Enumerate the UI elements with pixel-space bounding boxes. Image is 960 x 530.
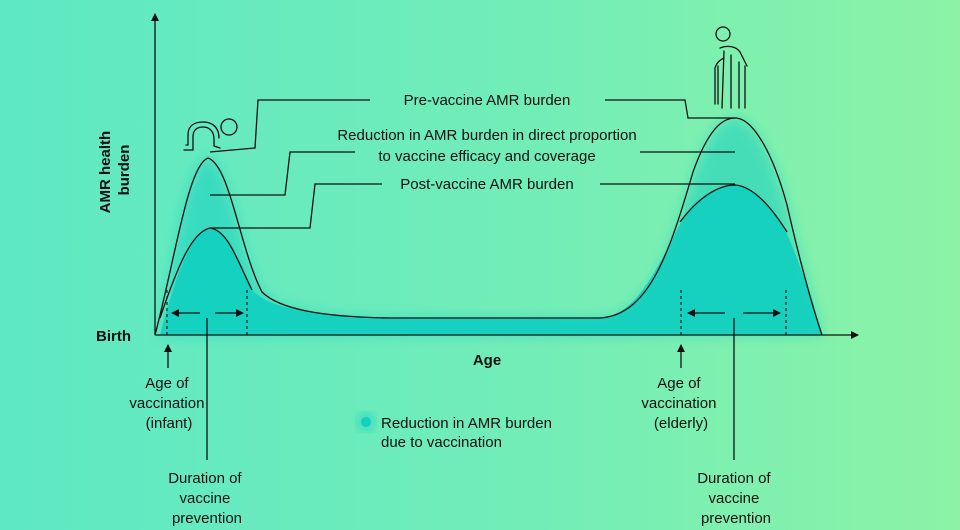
post-vaccine-area bbox=[160, 185, 822, 335]
post-vaccine-leader-left bbox=[210, 183, 382, 229]
legend-label-line1: Reduction in AMR burden bbox=[381, 415, 552, 432]
infant-age-label: Age of vaccination (infant) bbox=[129, 375, 208, 432]
pre-vaccine-curve bbox=[154, 117, 823, 336]
legend-label-line2: due to vaccination bbox=[381, 434, 502, 451]
elderly-duration-label: Duration of vaccine prevention bbox=[697, 470, 775, 527]
legend-swatch bbox=[361, 417, 371, 427]
elderly-age-label: Age of vaccination (elderly) bbox=[641, 375, 720, 432]
infant-duration-label: Duration of vaccine prevention bbox=[168, 470, 246, 527]
post-vaccine-callout: Post-vaccine AMR burden bbox=[400, 176, 573, 193]
elderly-person-with-cane-icon bbox=[714, 26, 748, 109]
crawling-baby-icon bbox=[183, 118, 238, 151]
x-axis-label: Age bbox=[473, 352, 501, 369]
birth-label: Birth bbox=[96, 328, 131, 345]
reduction-callout-line2: to vaccine efficacy and coverage bbox=[378, 148, 595, 165]
reduction-callout-line1: Reduction in AMR burden in direct propor… bbox=[337, 127, 636, 144]
post-vaccine-curve bbox=[159, 184, 788, 319]
y-axis-label: AMR health burden bbox=[97, 127, 133, 214]
pre-vaccine-callout: Pre-vaccine AMR burden bbox=[404, 92, 571, 109]
pre-vaccine-leader-left bbox=[209, 99, 370, 153]
reduction-leader-left bbox=[210, 151, 355, 196]
pre-vaccine-leader-right bbox=[605, 99, 735, 119]
